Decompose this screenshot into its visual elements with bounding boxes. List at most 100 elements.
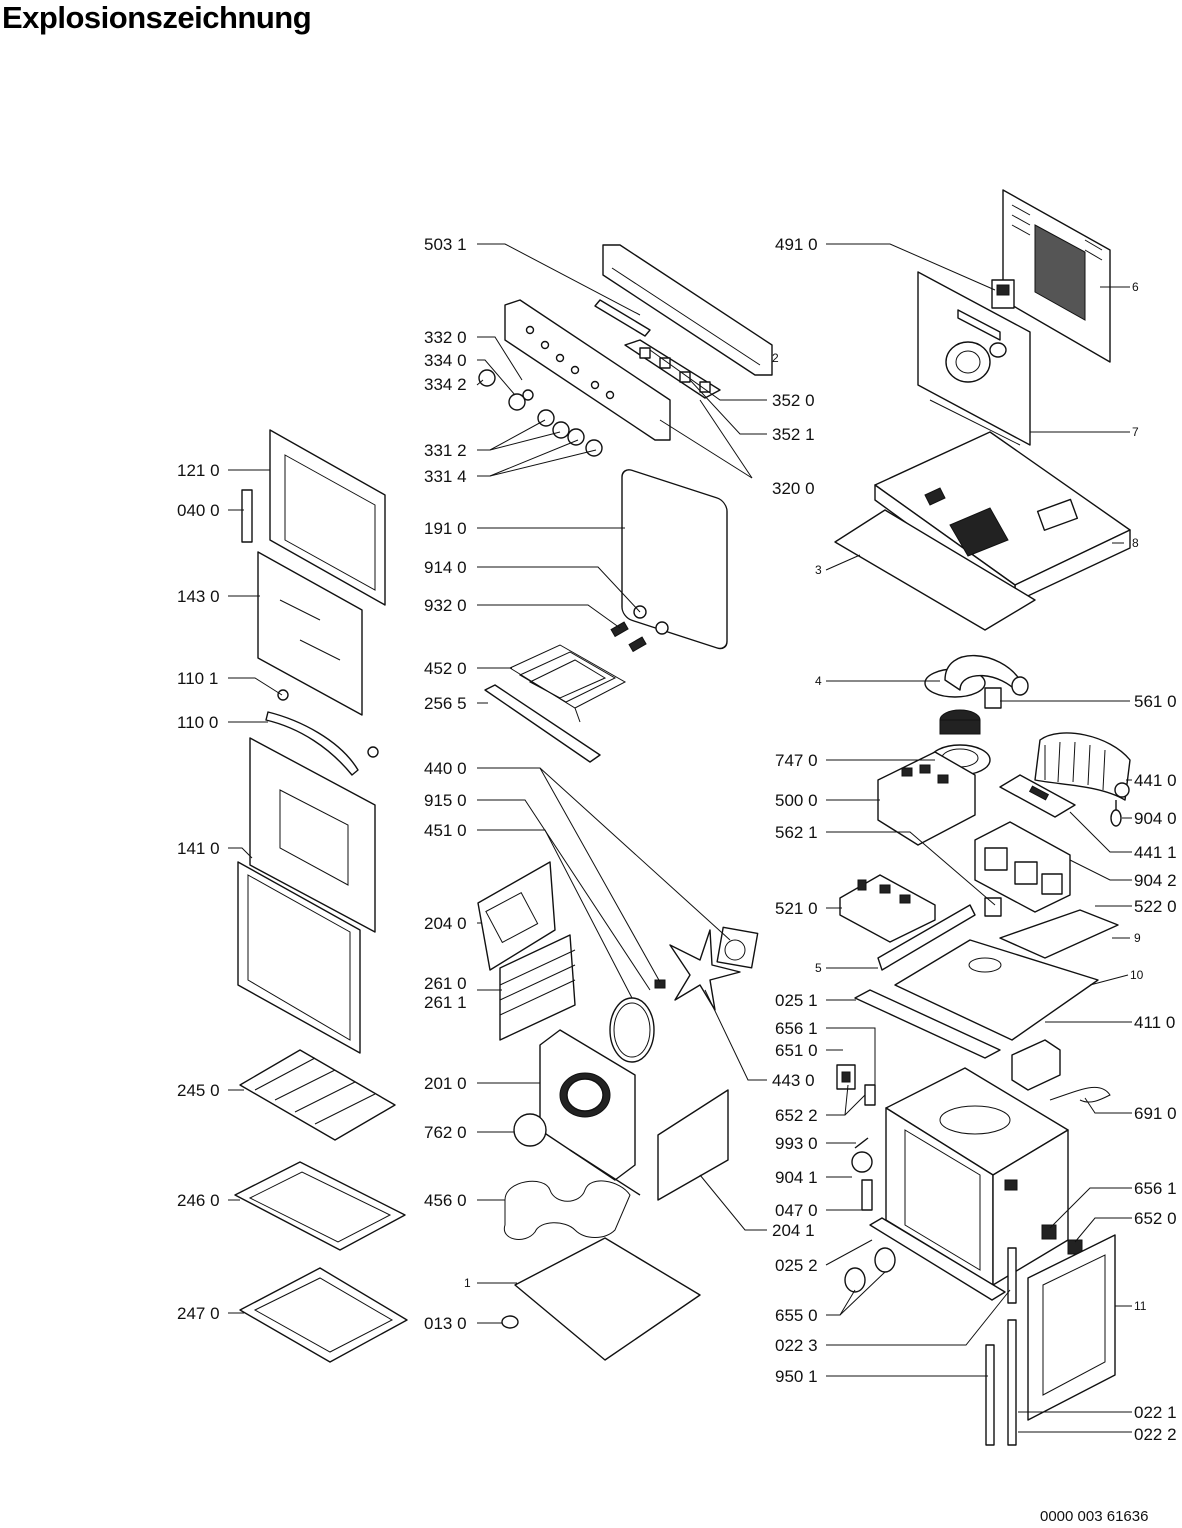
relay-module: [974, 821, 1071, 913]
label-3: 3: [815, 563, 822, 577]
ring-heater: [609, 979, 666, 1063]
label-025-1: 025 1: [775, 991, 818, 1010]
label-522-0: 522 0: [1134, 897, 1177, 916]
bottom-panel: [514, 1237, 701, 1361]
label-204-1: 204 1: [772, 1221, 815, 1240]
label-040-0: 040 0: [177, 501, 220, 520]
label-2: 2: [772, 351, 779, 365]
label-440-0: 440 0: [424, 759, 467, 778]
label-331-4: 331 4: [424, 467, 467, 486]
page-title: Explosionszeichnung: [2, 0, 312, 35]
label-6: 6: [1132, 280, 1139, 294]
knob-part: [851, 1151, 873, 1173]
part-labels: 503 1 332 0 334 0 334 2 331 2 331 4 191 …: [177, 235, 1177, 1444]
label-261-1: 261 1: [424, 993, 467, 1012]
label-261-0: 261 0: [424, 974, 467, 993]
label-503-1: 503 1: [424, 235, 467, 254]
label-747-0: 747 0: [775, 751, 818, 770]
fan-cover: [539, 1029, 636, 1181]
grease-filter: [929, 709, 991, 776]
label-11: 11: [1134, 1299, 1147, 1313]
lamp-holders: [844, 1247, 896, 1293]
label-441-0: 441 0: [1134, 771, 1177, 790]
label-5: 5: [815, 961, 822, 975]
control-panel-frame: [594, 244, 773, 376]
leader-lines: [228, 243, 1132, 1433]
label-500-0: 500 0: [775, 791, 818, 810]
door-handle-parts: [265, 689, 379, 776]
label-491-0: 491 0: [775, 235, 818, 254]
tangential-fan: [1034, 732, 1131, 827]
door-seal: [621, 469, 728, 650]
label-204-0: 204 0: [424, 914, 467, 933]
control-knobs: [478, 369, 603, 457]
label-141-0: 141 0: [177, 839, 220, 858]
side-racks: [499, 934, 576, 1041]
cable-clips: [1041, 1224, 1083, 1255]
label-022-1: 022 1: [1134, 1403, 1177, 1422]
label-201-0: 201 0: [424, 1074, 467, 1093]
label-352-0: 352 0: [772, 391, 815, 410]
label-651-0: 651 0: [775, 1041, 818, 1060]
label-4: 4: [815, 674, 822, 688]
label-655-0: 655 0: [775, 1306, 818, 1325]
side-panel-right: [657, 1089, 729, 1201]
label-904-1: 904 1: [775, 1168, 818, 1187]
label-8: 8: [1132, 536, 1139, 550]
label-691-0: 691 0: [1134, 1104, 1177, 1123]
inner-glass: [257, 551, 363, 716]
label-191-0: 191 0: [424, 519, 467, 538]
label-246-0: 246 0: [177, 1191, 220, 1210]
rail-025-1: [854, 989, 1001, 1059]
label-914-0: 914 0: [424, 558, 467, 577]
label-521-0: 521 0: [775, 899, 818, 918]
wire-grid: [239, 1049, 396, 1141]
label-334-2: 334 2: [424, 375, 467, 394]
label-110-1: 110 1: [177, 669, 218, 688]
label-022-3: 022 3: [775, 1336, 818, 1355]
seal-strip: [985, 1344, 995, 1446]
fan-gasket: [513, 1113, 547, 1147]
deflector-bar: [484, 684, 601, 763]
label-256-5: 256 5: [424, 694, 467, 713]
grill-element: [508, 644, 627, 723]
label-456-0: 456 0: [424, 1191, 467, 1210]
label-9: 9: [1134, 931, 1141, 945]
cable-part: [1049, 1086, 1111, 1103]
bottom-heater: [503, 1149, 641, 1240]
heater-strip: [999, 774, 1076, 818]
thermostat-part: [991, 279, 1015, 309]
label-245-0: 245 0: [177, 1081, 220, 1100]
label-904-0: 904 0: [1134, 809, 1177, 828]
label-022-2: 022 2: [1134, 1425, 1177, 1444]
label-915-0: 915 0: [424, 791, 467, 810]
label-652-0: 652 0: [1134, 1209, 1177, 1228]
label-352-1: 352 1: [772, 425, 815, 444]
oven-cavity: [885, 1067, 1069, 1286]
foot-part: [501, 1315, 519, 1329]
hinge-047: [861, 1179, 873, 1211]
label-562-1: 562 1: [775, 823, 818, 842]
inner-door: [269, 429, 386, 606]
plate-9: [999, 909, 1119, 959]
label-7: 7: [1132, 425, 1139, 439]
fan-duct: [924, 654, 1029, 709]
lamp-socket: [836, 1064, 876, 1106]
label-331-2: 331 2: [424, 441, 467, 460]
label-143-0: 143 0: [177, 587, 220, 606]
insulation-plate: [834, 509, 1036, 631]
label-334-0: 334 0: [424, 351, 467, 370]
label-993-0: 993 0: [775, 1134, 818, 1153]
transformer: [1011, 1039, 1061, 1091]
label-320-0: 320 0: [772, 479, 815, 498]
label-025-2: 025 2: [775, 1256, 818, 1275]
label-411-0: 411 0: [1134, 1013, 1175, 1032]
label-652-2: 652 2: [775, 1106, 818, 1125]
label-10: 10: [1130, 968, 1144, 982]
electronic-board: [839, 874, 936, 943]
label-247-0: 247 0: [177, 1304, 220, 1323]
label-1: 1: [464, 1276, 471, 1290]
document-number: 0000 003 61636: [1040, 1508, 1149, 1525]
